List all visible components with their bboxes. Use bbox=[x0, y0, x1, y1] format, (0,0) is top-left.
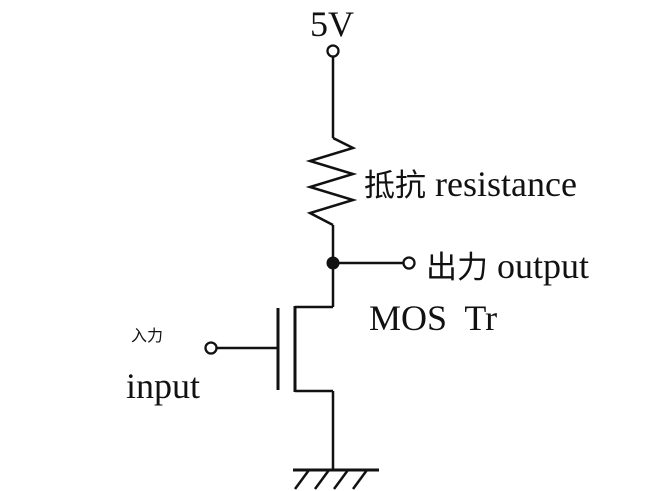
ground-symbol bbox=[293, 468, 379, 490]
input-terminal-circle bbox=[204, 341, 218, 355]
output-label-jp: 出力 bbox=[426, 250, 488, 286]
ground-hatch-1 bbox=[293, 469, 311, 490]
ground-hatch-3 bbox=[332, 469, 350, 490]
input-label-jp: 入力 bbox=[131, 328, 164, 345]
resistor-label-en: resistance bbox=[435, 164, 577, 204]
input-label-en: input bbox=[126, 366, 201, 406]
resistor-label-jp: 抵抗 bbox=[364, 168, 426, 204]
supply-terminal-circle bbox=[326, 44, 340, 58]
resistor-label: 抵抗 resistance bbox=[364, 166, 577, 202]
transistor-label: MOS Tr bbox=[369, 298, 498, 338]
ground-hatch-2 bbox=[313, 469, 331, 490]
output-terminal-circle bbox=[402, 256, 416, 270]
resistor-symbol bbox=[305, 136, 358, 227]
output-label-en: output bbox=[497, 246, 590, 286]
output-label: 出力 output bbox=[426, 248, 589, 284]
supply-voltage-label: 5V bbox=[310, 4, 354, 44]
ground-hatch-4 bbox=[351, 469, 369, 490]
